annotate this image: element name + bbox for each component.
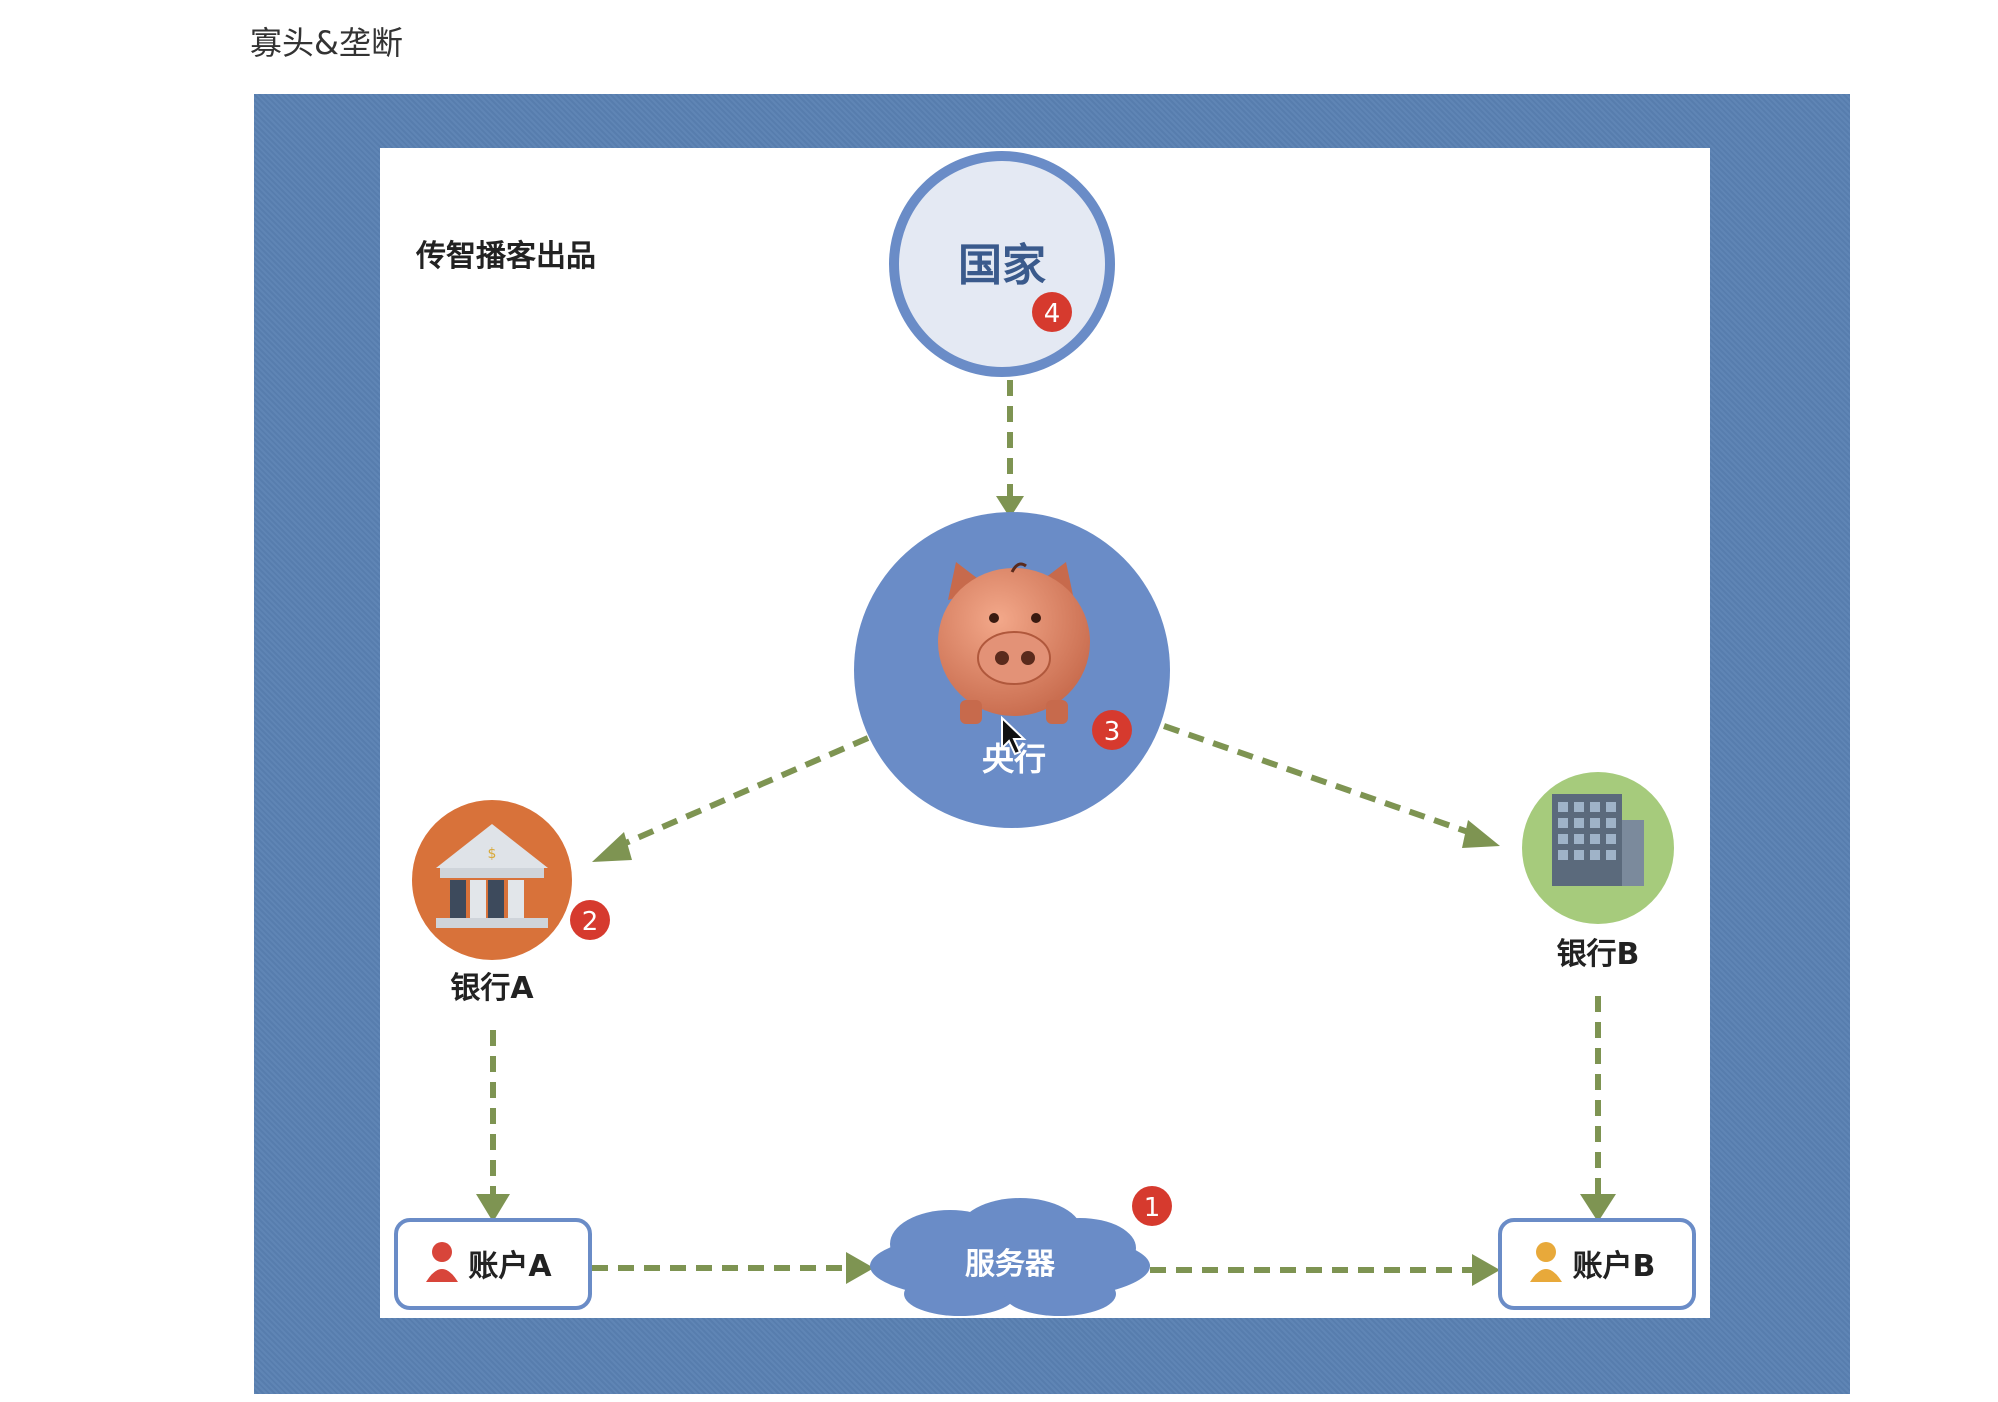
- arrowheads: [476, 496, 1616, 1286]
- bank-b-label: 银行B: [1557, 937, 1640, 972]
- svg-text:$: $: [488, 846, 497, 862]
- node-account-a: 账户A: [394, 1218, 592, 1310]
- arrows: [490, 380, 1601, 1273]
- arrowhead-central-bank: [996, 496, 1024, 518]
- arrowhead-account-b: [1580, 1194, 1616, 1222]
- page-heading: 寡头&垄断: [250, 24, 403, 62]
- cloud-icon: [870, 1198, 1150, 1316]
- cursor-icon: [1001, 715, 1027, 756]
- server-label: 服务器: [965, 1247, 1056, 1282]
- bank-a-label: 银行A: [450, 971, 534, 1006]
- badge-4-text: 4: [1044, 299, 1061, 329]
- node-server: 服务器 1: [870, 1186, 1172, 1316]
- arrow-central-bank-to-bank-b: [1163, 723, 1475, 837]
- arrowhead-server: [846, 1252, 874, 1284]
- user-icon: [1530, 1242, 1562, 1282]
- badge-2: [570, 900, 610, 940]
- badge-2-text: 2: [582, 907, 599, 937]
- arrowhead-account-b-in: [1472, 1254, 1500, 1286]
- node-bank-a: $ 银行A 2: [412, 800, 610, 1006]
- account-a-label: 账户A: [468, 1249, 552, 1284]
- arrowhead-bank-a: [592, 832, 632, 862]
- arrowhead-bank-b: [1462, 820, 1500, 848]
- office-building-icon: [1552, 794, 1644, 886]
- country-label: 国家: [958, 240, 1046, 291]
- badge-4: [1032, 292, 1072, 332]
- node-country: 国家 4: [889, 151, 1115, 377]
- badge-1-text: 1: [1144, 1193, 1161, 1223]
- node-central-bank: 央行 3: [854, 512, 1170, 828]
- node-bank-b: 银行B: [1522, 772, 1674, 972]
- account-b-label: 账户B: [1573, 1249, 1656, 1284]
- node-account-b: 账户B: [1498, 1218, 1696, 1310]
- arrowhead-account-a: [476, 1194, 510, 1222]
- badge-3: [1092, 710, 1132, 750]
- user-icon: [426, 1242, 458, 1282]
- bank-building-icon: $: [436, 824, 548, 928]
- brand-text: 传智播客出品: [415, 239, 596, 274]
- arrow-central-bank-to-bank-a: [612, 735, 870, 851]
- badge-3-text: 3: [1104, 717, 1121, 747]
- badge-1: [1132, 1186, 1172, 1226]
- piggy-bank-icon: [938, 562, 1090, 724]
